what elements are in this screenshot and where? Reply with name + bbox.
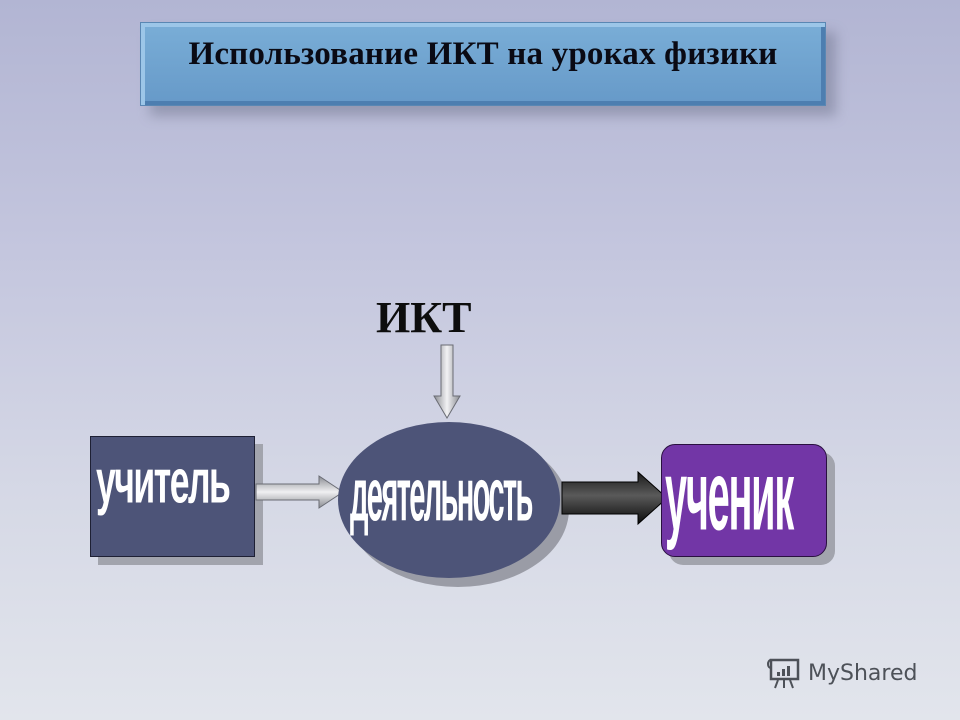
student-node	[661, 444, 827, 557]
watermark-logo: MyShared	[766, 656, 917, 690]
title-banner: Использование ИКТ на уроках физики	[140, 22, 826, 106]
activity-label: деятельность	[350, 453, 533, 538]
watermark-text: MyShared	[808, 660, 918, 686]
slide-title: Использование ИКТ на уроках физики	[188, 36, 778, 72]
teacher-label: учитель	[96, 448, 231, 517]
student-label: ученик	[665, 439, 794, 552]
teacher-node	[90, 436, 255, 557]
ikt-label: ИКТ	[376, 293, 472, 342]
activity-node	[338, 422, 560, 578]
right-arrow-black-icon	[561, 470, 668, 526]
right-arrow-gray-icon	[255, 475, 344, 509]
presentation-board-icon	[767, 658, 800, 689]
down-arrow-icon	[433, 344, 461, 419]
